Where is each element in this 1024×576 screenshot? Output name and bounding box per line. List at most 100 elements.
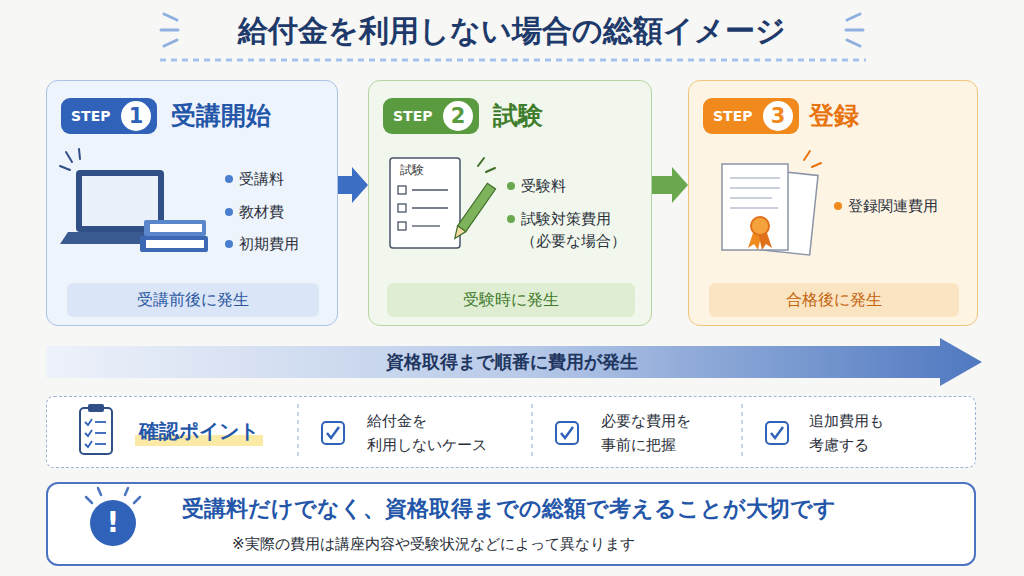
clipboard-icon: [88, 404, 104, 412]
clipboard-icon: [85, 419, 106, 447]
exam-sheet-illustration: [398, 186, 448, 230]
clipboard-icon: [85, 419, 92, 425]
alert-rays: [98, 488, 101, 495]
title-decoration: [160, 59, 866, 62]
clipboard-icon: [95, 443, 106, 445]
note-box: 受講料だけでなく、資格取得までの総額で考えることが大切です ※実際の費用は講座内容…: [46, 482, 976, 566]
step-label: STEP: [71, 98, 110, 134]
laptop-illustration: [66, 152, 72, 162]
exam-sheet-illustration: [390, 158, 496, 248]
divider-lines: [531, 404, 533, 460]
exam-sheet-illustration: [478, 158, 495, 172]
check-icons: [327, 427, 339, 438]
certificate-illustration: [730, 187, 780, 189]
cost-item: 初期費用: [239, 234, 299, 254]
key-message: 受講料だけでなく、資格取得までの総額で考えることが大切です: [182, 493, 836, 525]
certificate-illustration: [804, 151, 821, 167]
alert-rays: [134, 497, 140, 503]
step-badge: STEP2: [383, 98, 479, 134]
checkpoint-item: 必要な費用を 事前に把握: [601, 409, 711, 457]
clipboard-icon: [80, 408, 112, 454]
alert-circle: !: [90, 500, 136, 546]
timing-band: 合格後に発生: [709, 283, 959, 317]
laptop-illustration: [82, 176, 158, 226]
check-icons: [561, 427, 573, 438]
exam-sheet-illustration: [390, 158, 460, 248]
step-card: 試験受験料試験対策費用 （必要な場合） STEP2 受験時に発生: [368, 80, 652, 326]
step-card: 受講開始受講料教材費初期費用STEP1受講前後に発生: [46, 80, 338, 326]
alert-rays: [86, 488, 140, 503]
certificate-illustration: [722, 164, 788, 250]
certificate-illustration: [748, 230, 762, 250]
timing-band: 受験時に発生: [387, 283, 635, 317]
alert-rays: [125, 488, 128, 495]
certificate-illustration: [730, 197, 772, 199]
exam-sheet-illustration: [451, 226, 466, 242]
clipboard-icon: [85, 430, 92, 436]
timing-text: 合格後に発生: [709, 283, 959, 317]
flow-text: 資格取得まで順番に費用が発生: [46, 338, 978, 386]
laptop-illustration: [60, 149, 208, 252]
certificate-illustration: [758, 230, 772, 250]
certificate-illustration: [812, 163, 821, 167]
laptop-illustration: [60, 166, 70, 170]
check-icons: [556, 422, 578, 444]
title-decoration: [846, 29, 863, 32]
alert-rays: [86, 497, 92, 503]
certificate-illustration: [804, 151, 810, 160]
laptop-illustration: [146, 240, 204, 248]
step-number: 1: [121, 101, 151, 131]
exam-sheet-illustration: [412, 225, 440, 226]
flow-arrow: [652, 167, 688, 203]
certificate-illustration: [748, 169, 818, 255]
exam-sheet-illustration: [412, 207, 448, 208]
card-heading: 受講開始: [171, 98, 271, 134]
flow-arrow: [338, 167, 368, 203]
certificate-illustration: [730, 207, 778, 209]
certificate-illustration: [751, 217, 769, 235]
exam-sheet-illustration: [478, 158, 484, 166]
arrow-band-shape: [46, 338, 982, 386]
cost-item: 試験対策費用 （必要な場合）: [521, 208, 633, 252]
check-icons: [766, 422, 788, 444]
cost-item: 登録関連費用: [848, 196, 938, 216]
card-heading: 登録: [809, 98, 859, 134]
check-icons: [322, 422, 344, 444]
card-heading: 試験: [493, 98, 543, 134]
timing-text: 受験時に発生: [387, 283, 635, 317]
title-decoration: [164, 40, 177, 46]
step-badge: STEP3: [703, 98, 799, 134]
sheet-label: 試験: [400, 162, 424, 178]
timing-text: 受講前後に発生: [67, 283, 319, 317]
cost-item: 受験料: [521, 176, 566, 196]
diagram-title: 給付金を利用しない場合の総額イメージ: [0, 10, 1024, 52]
title-decoration: [161, 29, 178, 32]
timing-band: 受講前後に発生: [67, 283, 319, 317]
checkpoint-box: 確認ポイント給付金を 利用しないケース必要な費用を 事前に把握追加費用も 考慮す…: [46, 396, 976, 468]
clipboard-icon: [80, 404, 112, 454]
laptop-illustration: [60, 149, 80, 170]
certificate-illustration: [730, 177, 780, 179]
cost-item: 受講料: [239, 169, 284, 189]
step-card: 登録登録関連費用 STEP3 合格後に発生: [688, 80, 978, 326]
exam-sheet-illustration: [451, 183, 496, 241]
title-decoration: [847, 40, 860, 46]
title-decoration: [164, 14, 177, 20]
laptop-illustration: [79, 149, 80, 159]
laptop-illustration: [60, 232, 180, 244]
disclaimer-note: ※実際の費用は講座内容や受験状況などによって異なります: [232, 533, 635, 555]
laptop-illustration: [150, 224, 202, 232]
clipboard-icon: [95, 432, 106, 434]
clipboard-icon: [95, 421, 106, 423]
check-icons: [771, 427, 783, 438]
step-label: STEP: [713, 98, 752, 134]
title-decoration: [847, 14, 860, 20]
divider-lines: [297, 404, 299, 460]
certificate-illustration: [722, 151, 821, 255]
divider-lines: [741, 404, 743, 460]
exam-sheet-illustration: [398, 222, 406, 230]
checkpoint-heading: 確認ポイント: [135, 416, 263, 446]
